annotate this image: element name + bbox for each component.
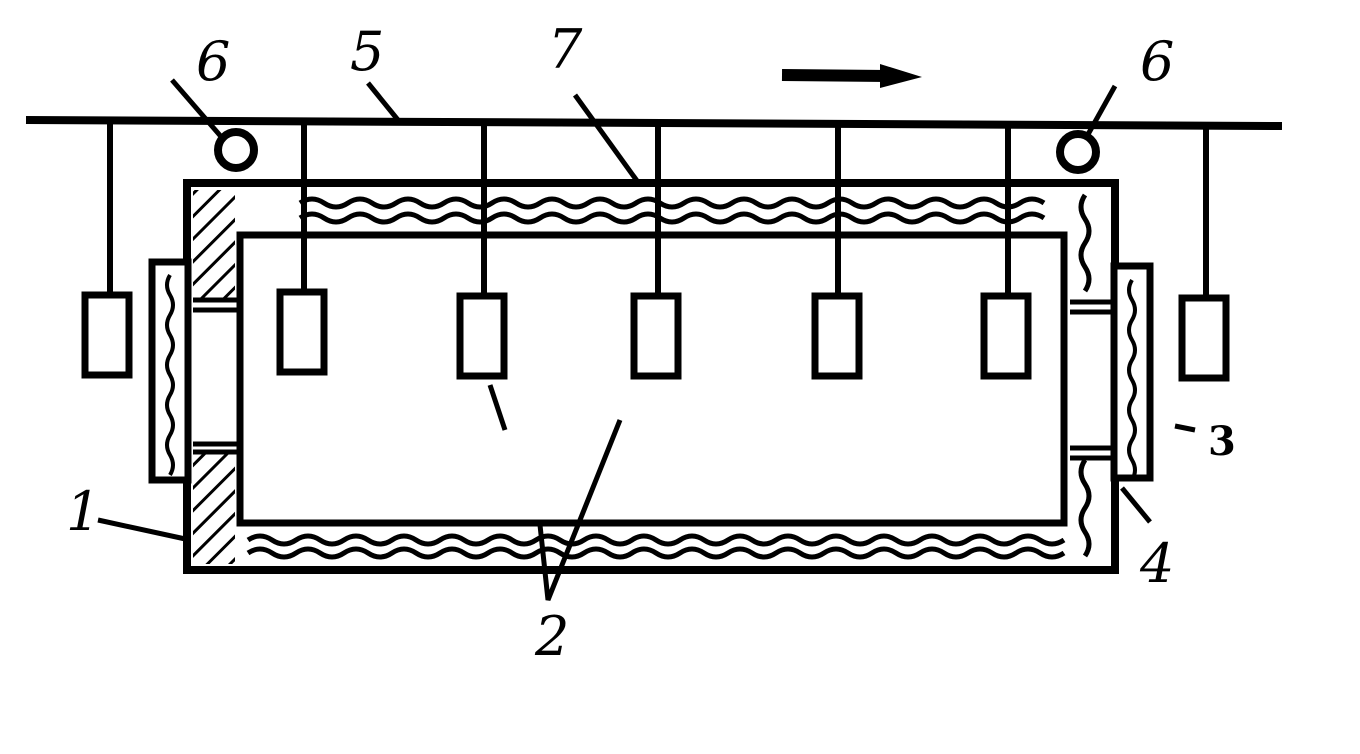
hanging-part <box>980 124 1032 380</box>
hanging-part <box>276 121 328 376</box>
right-arrow-icon <box>781 64 922 88</box>
label-sprocket-right: 6 <box>1140 30 1174 93</box>
left-side-door <box>148 258 192 484</box>
conveyor-rail <box>25 116 1283 130</box>
sprocket-right <box>1056 130 1100 174</box>
label-enclosure: 1 <box>66 480 100 543</box>
leader-lines <box>97 78 1196 601</box>
hanging-part <box>811 123 863 380</box>
right-wall-insulation <box>1070 193 1112 558</box>
bottom-insulation-layer <box>246 533 1066 560</box>
label-conveyor: 5 <box>350 20 384 83</box>
left-wall-hatch-lower <box>193 452 235 564</box>
sprocket-left <box>214 128 258 172</box>
hanging-part <box>630 122 682 380</box>
right-side-door <box>1110 262 1154 482</box>
hanging-part <box>1178 126 1230 382</box>
hanging-part <box>81 120 133 379</box>
label-suspension-slot: 7 <box>548 18 583 81</box>
label-sprocket-left: 6 <box>196 30 230 93</box>
left-wall-hatch-upper <box>193 190 235 300</box>
label-side-door: 3 <box>1208 418 1236 465</box>
label-door-seal: 4 <box>1139 532 1174 595</box>
hanging-part <box>456 122 508 380</box>
label-hatched-wall: 2 <box>534 605 569 668</box>
top-insulation-layer <box>248 190 1060 230</box>
